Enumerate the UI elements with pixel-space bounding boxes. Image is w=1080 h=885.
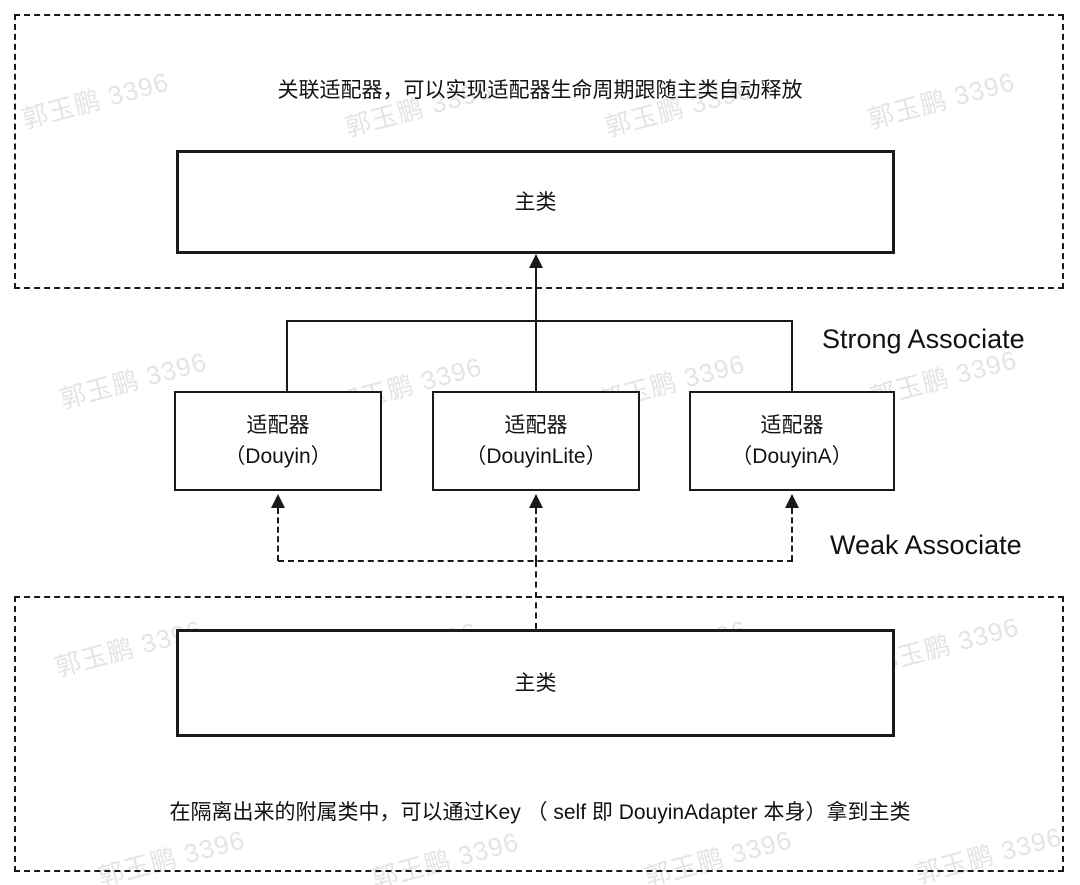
main-class-box-bottom: 主类: [176, 629, 895, 737]
strong-line-center-vertical: [535, 266, 537, 391]
strong-associate-label: Strong Associate: [822, 324, 1025, 354]
adapter-subtitle: （DouyinLite）: [465, 445, 607, 468]
main-class-label-bottom: 主类: [514, 671, 557, 695]
weak-line-right-stem: [791, 508, 793, 561]
weak-line-center-stem: [535, 508, 537, 561]
weak-arrow-up-icon-right: [785, 494, 799, 508]
adapter-subtitle: （Douyin）: [224, 445, 332, 468]
strong-arrow-up-icon: [529, 254, 543, 268]
adapter-title: 适配器: [246, 414, 310, 437]
main-class-box-top: 主类: [176, 150, 895, 254]
weak-line-left-stem: [277, 508, 279, 561]
adapter-box-douyinlite: 适配器 （DouyinLite）: [432, 391, 640, 491]
adapter-title: 适配器: [504, 414, 568, 437]
bottom-group-caption: 在隔离出来的附属类中，可以通过Key （ self 即 DouyinAdapte…: [169, 801, 911, 824]
strong-line-horizontal: [287, 320, 793, 322]
weak-line-center-lower: [535, 561, 537, 629]
weak-arrow-up-icon-center: [529, 494, 543, 508]
top-dashed-group: [14, 14, 1064, 289]
adapter-box-douyin: 适配器 （Douyin）: [174, 391, 382, 491]
weak-associate-label: Weak Associate: [830, 530, 1022, 560]
adapter-title: 适配器: [760, 414, 824, 437]
strong-line-right-stem: [791, 320, 793, 391]
main-class-label-top: 主类: [514, 190, 557, 214]
strong-line-left-stem: [286, 320, 288, 391]
weak-arrow-up-icon-left: [271, 494, 285, 508]
adapter-subtitle: （DouyinA）: [731, 445, 853, 468]
adapter-box-douyina: 适配器 （DouyinA）: [689, 391, 895, 491]
bottom-dashed-group: [14, 596, 1064, 872]
top-group-caption: 关联适配器，可以实现适配器生命周期跟随主类自动释放: [277, 79, 803, 102]
